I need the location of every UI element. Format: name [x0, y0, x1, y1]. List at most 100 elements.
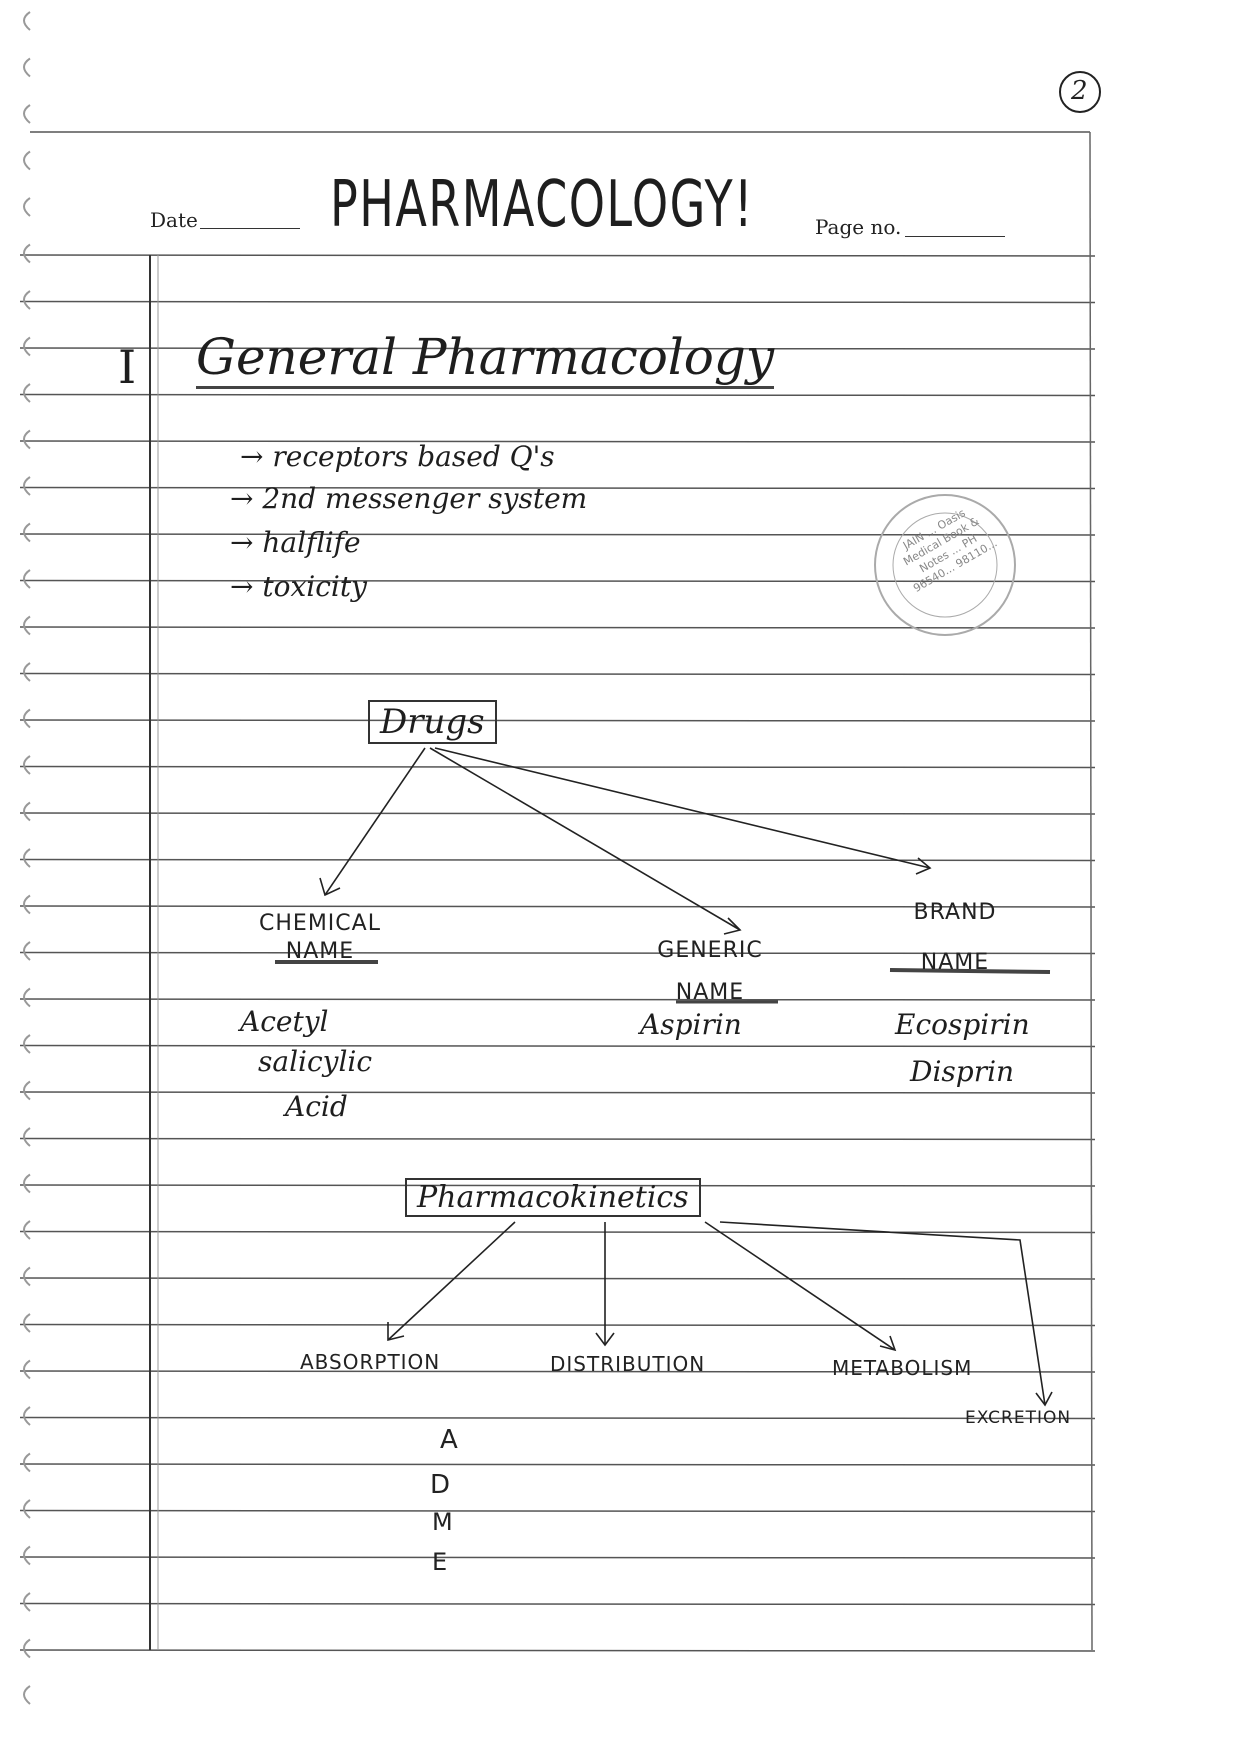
binder-hole: [23, 290, 31, 310]
ruled-line: [19, 1044, 1096, 1048]
acronym-letter: M: [432, 1508, 454, 1536]
bullet-item: → receptors based Q's: [240, 440, 555, 473]
drugs-root: Drugs: [368, 700, 497, 744]
brand-example: Ecospirin: [895, 1008, 1030, 1041]
pk-arrows: [387, 1221, 1053, 1407]
bullet-item: → toxicity: [230, 570, 367, 603]
ruled-line: [19, 998, 1096, 1001]
binder-hole: [23, 336, 31, 357]
ruled-line: [19, 1370, 1096, 1373]
ruled-line: [19, 672, 1096, 676]
ruled-line: [19, 579, 1096, 583]
binder-hole: [23, 150, 31, 171]
ruled-line: [19, 626, 1096, 629]
binder-hole: [23, 941, 31, 961]
ruled-line: [19, 1602, 1096, 1606]
binder-hole: [23, 429, 31, 450]
binder-hole: [23, 569, 31, 589]
ruled-line: [19, 486, 1096, 490]
page-title: PHARMACOLOGY!: [330, 168, 754, 242]
chemical-example: Acetyl: [240, 1005, 329, 1038]
pk-root: Pharmacokinetics: [405, 1178, 701, 1217]
ruled-line: [19, 1556, 1096, 1559]
ruled-line: [19, 533, 1096, 536]
binder-hole: [23, 848, 31, 868]
right-edge: [1089, 131, 1093, 1651]
binder-hole: [23, 1499, 31, 1519]
ruled-line: [19, 812, 1096, 815]
binder-hole: [23, 104, 31, 124]
pk-distribution: DISTRIBUTION: [550, 1352, 706, 1376]
ruled-line: [19, 1463, 1096, 1466]
ruled-line: [19, 1277, 1096, 1280]
binder-hole: [23, 755, 31, 775]
brand-example: Disprin: [910, 1055, 1015, 1088]
pk-excretion: EXCRETION: [965, 1408, 1072, 1428]
page-number: 2: [1071, 76, 1088, 106]
ruled-line: [19, 1416, 1096, 1420]
chemical-name-heading: CHEMICAL NAME: [259, 911, 381, 964]
binder-hole: [23, 1127, 31, 1147]
ruled-line: [19, 347, 1096, 350]
pk-metabolism: METABOLISM: [832, 1356, 973, 1380]
ruled-line: [19, 440, 1096, 443]
ruled-line: [19, 1509, 1096, 1513]
binder-hole: [23, 1406, 31, 1426]
acronym-letter: D: [430, 1470, 452, 1500]
stamp: [874, 494, 1016, 636]
date-field: [200, 228, 300, 229]
binder-hole: [23, 57, 31, 78]
ruled-line: [19, 719, 1096, 722]
binder-hole: [23, 1545, 31, 1566]
ruled-line: [19, 765, 1096, 769]
binder-hole: [23, 1034, 31, 1054]
binder-hole: [23, 197, 31, 217]
binder-hole: [23, 1313, 31, 1333]
section-heading: General Pharmacology: [196, 328, 775, 389]
binder-hole: [23, 1173, 31, 1194]
binder-hole: [23, 1359, 31, 1380]
binder-hole: [23, 476, 31, 496]
drugs-arrows: [275, 747, 1051, 1004]
binder-hole: [23, 243, 31, 264]
binder-hole: [23, 11, 31, 31]
brand-name-heading: BRAND NAME: [913, 900, 997, 975]
binder-hole: [23, 801, 31, 822]
ruled-line: [19, 858, 1096, 862]
bullet-item: → 2nd messenger system: [230, 482, 588, 515]
ruled-line: [19, 1323, 1096, 1327]
pk-absorption: ABSORPTION: [300, 1350, 441, 1374]
binder-hole: [23, 1080, 31, 1101]
ruled-line: [19, 1184, 1096, 1187]
binder-hole: [23, 1638, 31, 1659]
generic-example: Aspirin: [640, 1008, 742, 1041]
acronym-letter: A: [440, 1425, 459, 1455]
ruled-line: [19, 254, 1096, 257]
binder-hole: [23, 1592, 31, 1612]
date-label: Date: [150, 208, 198, 232]
binder-hole: [23, 383, 31, 403]
binder-hole: [23, 708, 31, 729]
chemical-example: salicylic: [258, 1045, 373, 1078]
binder-hole: [23, 662, 31, 682]
page-no-field: [905, 236, 1005, 237]
binder-hole: [23, 522, 31, 543]
binder-hole: [23, 1452, 31, 1473]
ruled-line: [19, 1137, 1096, 1141]
ruled-line: [19, 905, 1096, 908]
binder-hole: [23, 1685, 31, 1705]
binder-hole: [23, 987, 31, 1008]
acronym-letter: E: [432, 1548, 449, 1576]
ruled-line: [19, 300, 1096, 304]
binder-hole: [23, 894, 31, 915]
binder-hole: [23, 615, 31, 636]
page-no-label: Page no.: [815, 215, 902, 239]
ruled-line: [19, 1230, 1096, 1234]
binder-hole: [23, 1266, 31, 1287]
bullet-item: → halflife: [230, 526, 361, 559]
generic-name-heading: GENERIC NAME: [657, 938, 763, 1005]
ruled-line: [19, 1091, 1096, 1094]
binder-hole: [23, 1220, 31, 1240]
section-numeral: I: [118, 340, 137, 394]
